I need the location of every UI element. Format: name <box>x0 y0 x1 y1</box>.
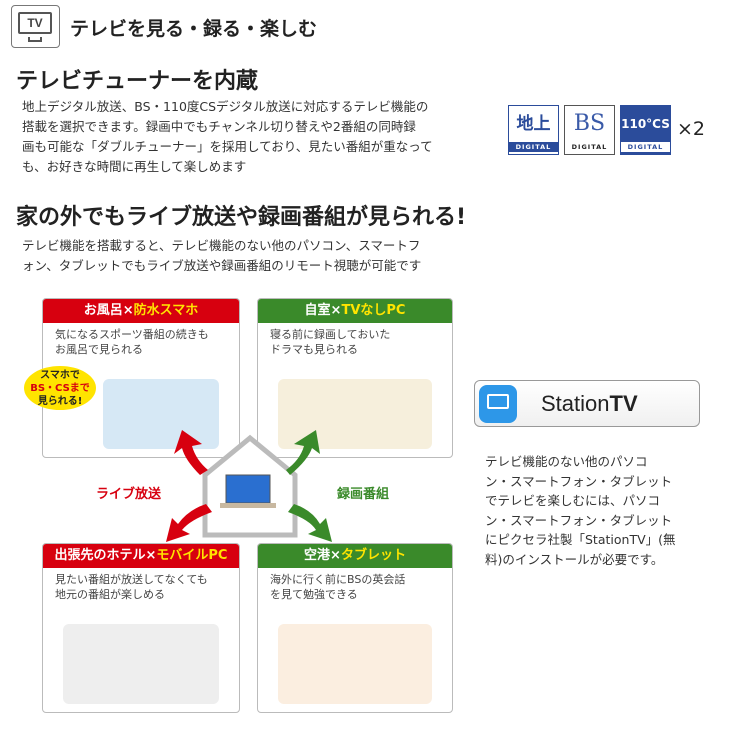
tv-icon: TV <box>11 5 60 48</box>
live-broadcast-label: ライブ放送 <box>96 487 162 502</box>
panel-hotel-mobile-pc: 出張先のホテル×モバイルPC 見たい番組が放送してなくても地元の番組が楽しめる <box>42 543 240 713</box>
tuner-description: 地上デジタル放送、BS・110度CSデジタル放送に対応するテレビ機能の搭載を選択… <box>22 99 433 174</box>
stationtv-app-icon <box>479 385 517 423</box>
stationtv-app-badge: StationTV <box>474 380 700 427</box>
stationtv-description: テレビ機能のない他のパソコン・スマートフォン・タブレットでテレビを楽しむには、パ… <box>485 454 676 567</box>
bed-illustration <box>278 379 432 449</box>
home-laptop-diagram <box>166 430 332 542</box>
arrow-recorded-down <box>288 504 332 542</box>
airport-illustration <box>278 624 432 704</box>
recorded-label: 録画番組 <box>337 487 390 502</box>
remote-description: テレビ機能を搭載すると、テレビ機能のない他のパソコン、スマートフォン、タブレット… <box>22 238 422 273</box>
arrow-live-up <box>174 430 208 475</box>
laptop-icon <box>225 474 271 504</box>
remote-heading: 家の外でもライブ放送や録画番組が見られる! <box>16 205 467 230</box>
arrow-live-down <box>166 504 212 542</box>
arrow-recorded-up <box>286 430 320 475</box>
panel-bath-phone: お風呂×防水スマホ 気になるスポーツ番組の続きもお風呂で見られる <box>42 298 240 458</box>
panel-airport-tablet: 空港×タブレット 海外に行く前にBSの英会話を見て勉強できる <box>257 543 453 713</box>
panel-room-pc: 自室×TVなしPC 寝る前に録画しておいたドラマも見られる <box>257 298 453 458</box>
section-title: テレビを見る・録る・楽しむ <box>70 18 318 40</box>
tuner-count: ×2 <box>677 118 706 140</box>
hotel-illustration <box>63 624 219 704</box>
bathtub-illustration <box>103 379 219 449</box>
tuner-heading: テレビチューナーを内蔵 <box>16 69 259 94</box>
